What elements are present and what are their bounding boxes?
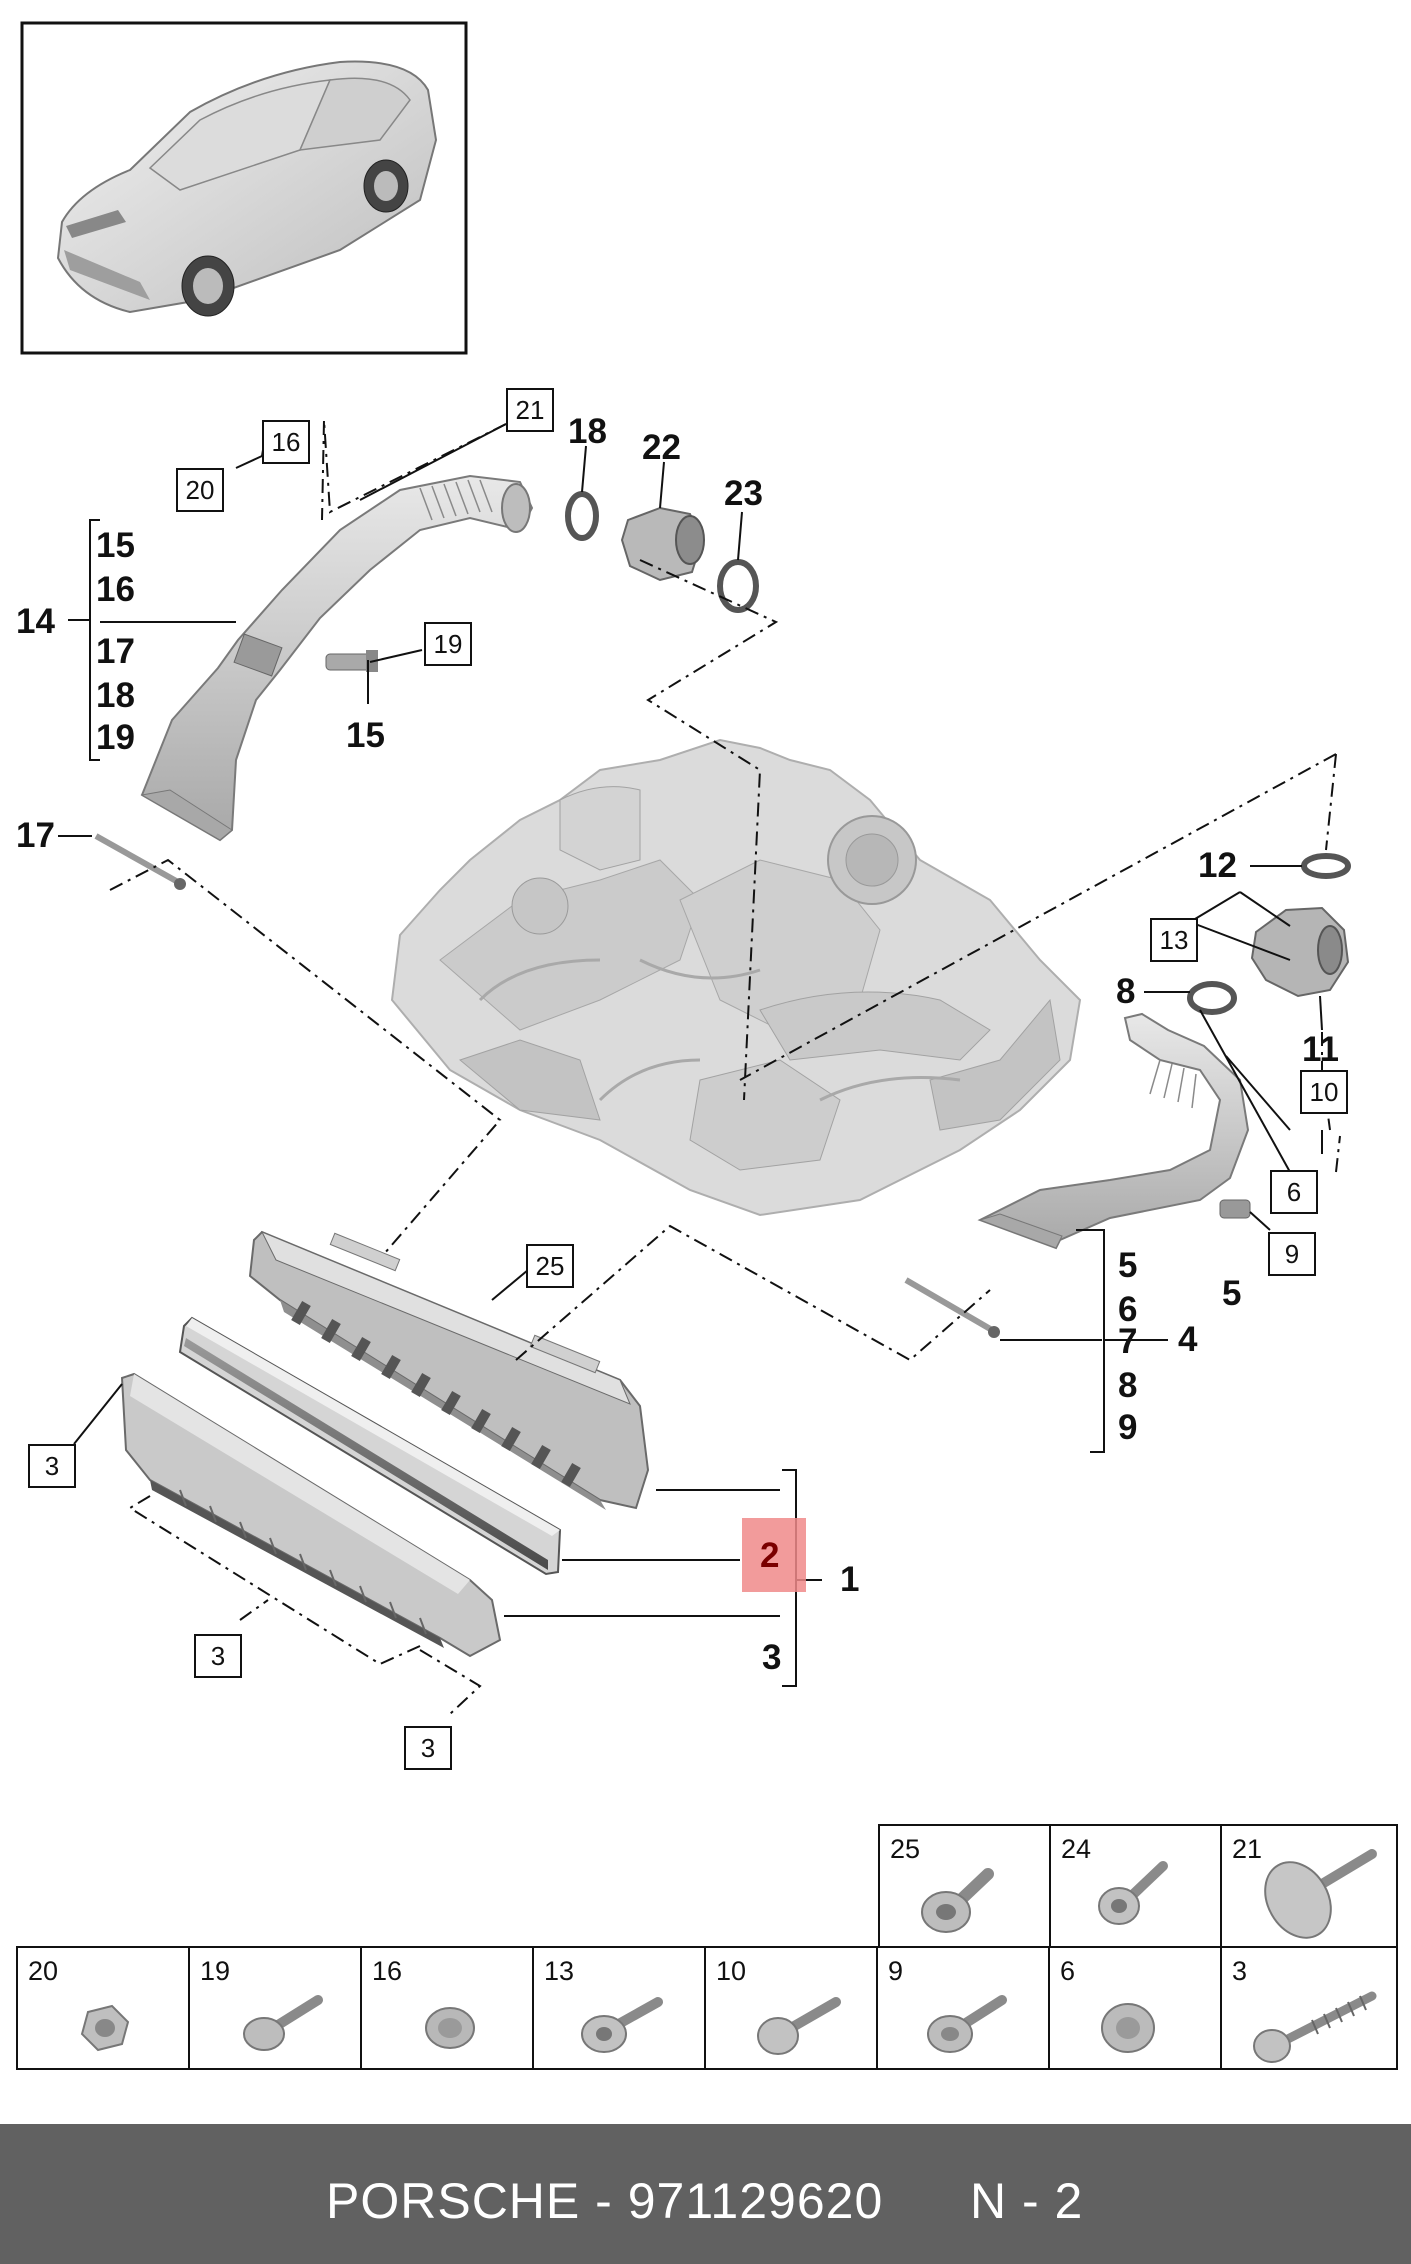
callout-18[interactable]: 18 [96,676,135,715]
box-callout-19[interactable]: 19 [424,622,472,666]
fastener-number: 9 [888,1956,904,1986]
fastener-cell-10[interactable]: 10 [704,1946,878,2070]
box-callout-3-bottom[interactable]: 3 [404,1726,452,1770]
fastener-cell-16[interactable]: 16 [360,1946,534,2070]
torx-bolt-flange-icon [921,1868,994,1933]
callout-23[interactable]: 23 [724,474,763,513]
fastener-cell-6[interactable]: 6 [1048,1946,1222,2070]
torx-screw-icon [581,1997,663,2053]
callout-18-clamp[interactable]: 18 [568,412,607,451]
callout-17-sensor[interactable]: 17 [16,816,55,855]
fastener-cell-19[interactable]: 19 [188,1946,362,2070]
callout-6[interactable]: 6 [1118,1290,1138,1329]
fastener-number: 24 [1061,1834,1092,1864]
fastener-number: 13 [544,1956,575,1986]
callout-5-sensor[interactable]: 5 [1222,1274,1242,1313]
fastener-number: 10 [716,1956,747,1986]
hex-nut-icon [80,2004,130,2052]
box-callout-13[interactable]: 13 [1150,918,1198,962]
part-number-label: PORSCHE - 971129620 [326,2173,884,2229]
sensor-15-part [325,650,378,672]
box-callout-25[interactable]: 25 [526,1244,574,1288]
callout-1[interactable]: 1 [840,1560,860,1599]
callout-15[interactable]: 15 [96,526,135,565]
fastener-cell-21[interactable]: 21 [1220,1824,1398,1948]
rubber-bushing-icon [1101,2003,1155,2053]
intake-duct-right [977,1012,1250,1250]
exploded-parts-diagram [20,21,1351,1715]
fastener-cell-3[interactable]: 3 [1220,1946,1398,2070]
callout-2[interactable]: 2 [760,1536,780,1575]
clamp-23-part [717,559,759,613]
box-callout-3-mid[interactable]: 3 [194,1634,242,1678]
box-callout-10[interactable]: 10 [1300,1070,1348,1114]
clamp-8-part [1187,981,1237,1015]
box-callout-21[interactable]: 21 [506,388,554,432]
grommet-icon [425,2007,475,2049]
callout-19[interactable]: 19 [96,718,135,757]
fastener-number: 20 [28,1956,59,1986]
sensor-5-part [904,1199,1251,1338]
air-filter-element-2 [178,1316,562,1576]
part-2-highlight [742,1518,806,1592]
connector-22-part [620,506,705,582]
hex-bolt-icon [243,1995,323,2051]
self-tapping-screw-icon [1253,1991,1377,2063]
collar-bolt-icon [757,1997,841,2055]
callout-17[interactable]: 17 [96,632,135,671]
callout-3[interactable]: 3 [762,1638,782,1677]
intake-duct-left [140,474,534,842]
callout-7[interactable]: 7 [1118,1322,1138,1361]
footer-bar: PORSCHE - 971129620 N - 2 [0,2124,1411,2264]
fastener-cell-9[interactable]: 9 [876,1946,1050,2070]
fastener-cell-24[interactable]: 24 [1049,1824,1222,1948]
callout-16[interactable]: 16 [96,570,135,609]
fastener-cell-25[interactable]: 25 [878,1824,1051,1948]
box-callout-20[interactable]: 20 [176,468,224,512]
callout-9[interactable]: 9 [1118,1408,1138,1447]
fastener-cell-20[interactable]: 20 [16,1946,190,2070]
callout-12[interactable]: 12 [1198,846,1237,885]
callout-8-group[interactable]: 8 [1118,1366,1138,1405]
fastener-number: 19 [200,1956,231,1986]
callout-5[interactable]: 5 [1118,1246,1138,1285]
fastener-number: 16 [372,1956,403,1986]
vehicle-thumbnail [20,21,468,355]
box-callout-16[interactable]: 16 [262,420,310,464]
diagram-page-label: N - 2 [970,2173,1084,2229]
callout-15-sensor[interactable]: 15 [346,716,385,755]
fastener-number: 21 [1232,1834,1263,1864]
fastener-cell-13[interactable]: 13 [532,1946,706,2070]
sensor-17-part [94,833,186,890]
air-filter-housing-lower [120,1372,502,1658]
callout-11[interactable]: 11 [1302,1030,1339,1069]
fastener-number: 3 [1232,1956,1248,1986]
fastener-number: 6 [1060,1956,1076,1986]
clamp-18-part [565,491,599,541]
air-filter-housing-upper [248,1230,650,1510]
box-callout-6[interactable]: 6 [1270,1170,1318,1214]
connector-11-part [1250,906,1350,998]
fastener-number: 25 [890,1834,921,1864]
flange-bolt-icon [927,1995,1007,2053]
clamp-12-part [1301,853,1351,879]
callout-14[interactable]: 14 [16,602,55,641]
callout-22[interactable]: 22 [642,428,681,467]
box-callout-9[interactable]: 9 [1268,1232,1316,1276]
callout-4[interactable]: 4 [1178,1320,1198,1359]
callout-8[interactable]: 8 [1116,972,1136,1011]
box-callout-3-left[interactable]: 3 [28,1444,76,1488]
torx-bolt-icon [1098,1861,1168,1925]
push-rivet-icon [1264,1849,1377,1939]
engine-assembly [390,738,1082,1217]
dashed-connector-lines [109,419,1341,1715]
